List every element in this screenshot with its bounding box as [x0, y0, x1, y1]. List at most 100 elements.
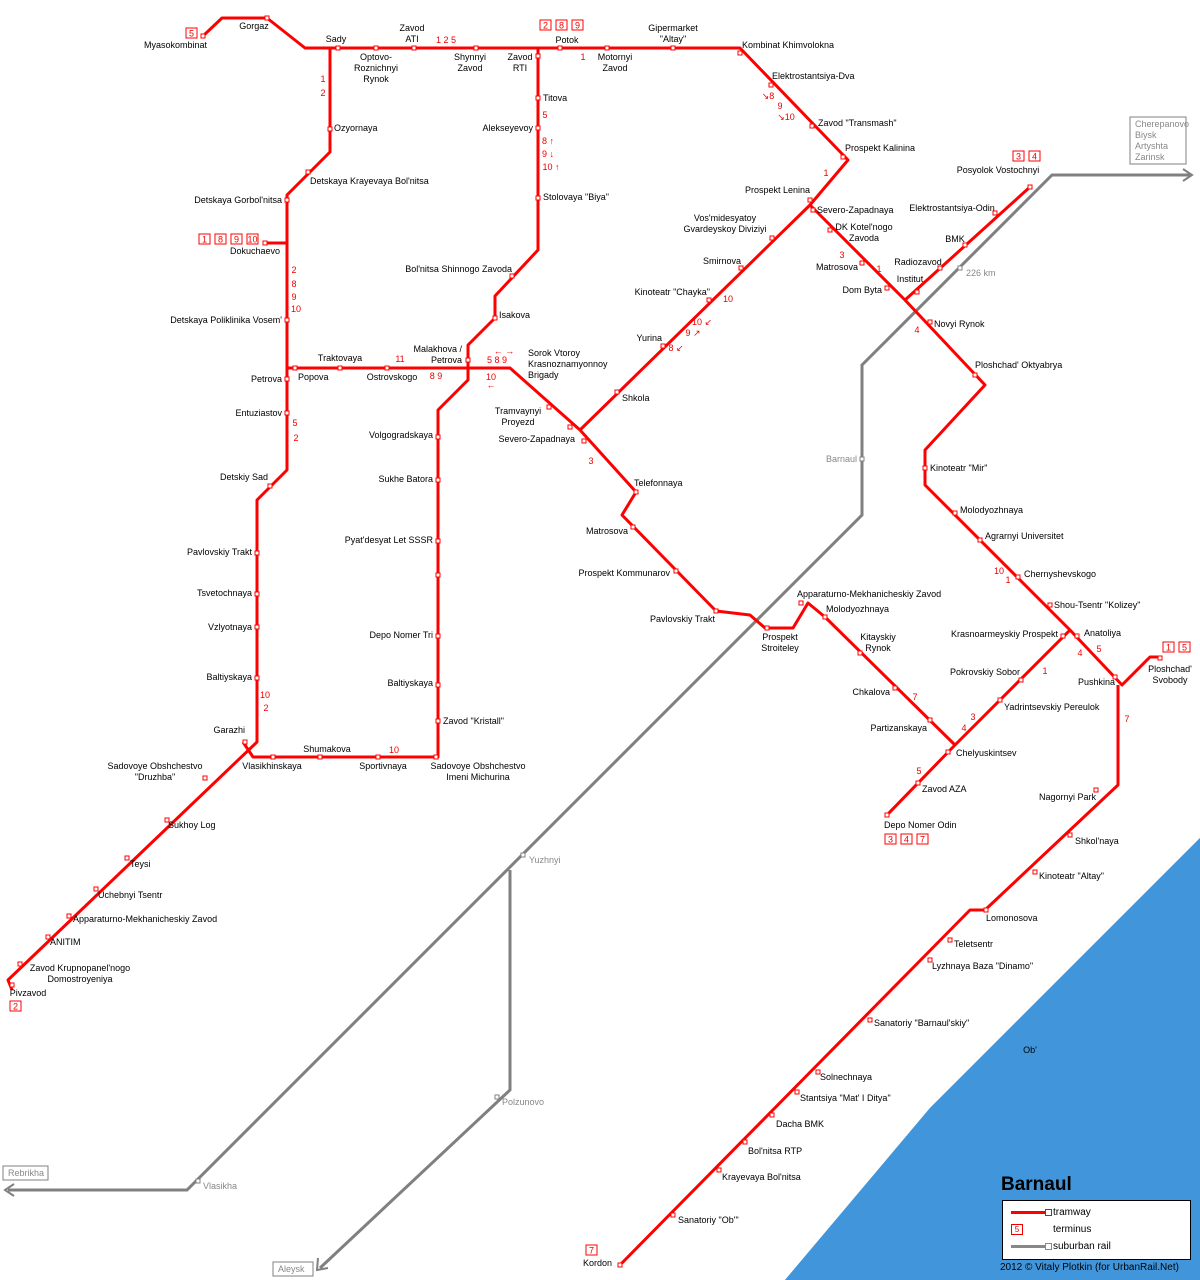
station-marker[interactable] — [807, 197, 813, 203]
station-marker[interactable] — [164, 817, 170, 823]
station-marker[interactable] — [284, 410, 290, 416]
station-marker[interactable] — [284, 317, 290, 323]
station-marker[interactable] — [270, 754, 276, 760]
station-marker[interactable] — [1093, 787, 1099, 793]
station-marker[interactable] — [840, 154, 846, 160]
station-marker[interactable] — [798, 600, 804, 606]
station-marker[interactable] — [384, 365, 390, 371]
station-marker[interactable] — [492, 315, 498, 321]
station-marker[interactable] — [473, 45, 479, 51]
station-marker[interactable] — [327, 126, 333, 132]
station-marker[interactable] — [937, 265, 943, 271]
station-marker[interactable] — [435, 718, 441, 724]
station-marker[interactable] — [292, 365, 298, 371]
station-marker[interactable] — [617, 1262, 623, 1268]
suburban-station-marker[interactable] — [494, 1094, 500, 1100]
station-marker[interactable] — [977, 537, 983, 543]
station-marker[interactable] — [952, 510, 958, 516]
station-marker[interactable] — [262, 240, 268, 246]
station-marker[interactable] — [915, 780, 921, 786]
station-marker[interactable] — [435, 682, 441, 688]
station-marker[interactable] — [202, 775, 208, 781]
station-marker[interactable] — [433, 754, 439, 760]
station-marker[interactable] — [1112, 674, 1118, 680]
station-marker[interactable] — [93, 886, 99, 892]
station-marker[interactable] — [435, 434, 441, 440]
station-marker[interactable] — [884, 812, 890, 818]
station-marker[interactable] — [947, 937, 953, 943]
station-marker[interactable] — [769, 1112, 775, 1118]
station-marker[interactable] — [373, 45, 379, 51]
station-marker[interactable] — [317, 754, 323, 760]
station-marker[interactable] — [1060, 633, 1066, 639]
station-marker[interactable] — [764, 625, 770, 631]
station-marker[interactable] — [884, 285, 890, 291]
station-marker[interactable] — [200, 33, 206, 39]
station-marker[interactable] — [673, 568, 679, 574]
station-marker[interactable] — [810, 207, 816, 213]
station-marker[interactable] — [713, 608, 719, 614]
suburban-station-marker[interactable] — [859, 456, 865, 462]
station-marker[interactable] — [716, 1167, 722, 1173]
station-marker[interactable] — [604, 45, 610, 51]
station-marker[interactable] — [815, 1069, 821, 1075]
station-marker[interactable] — [254, 550, 260, 556]
station-marker[interactable] — [1015, 574, 1021, 580]
station-marker[interactable] — [284, 376, 290, 382]
station-marker[interactable] — [264, 15, 270, 21]
station-marker[interactable] — [435, 572, 441, 578]
station-marker[interactable] — [738, 265, 744, 271]
station-marker[interactable] — [17, 961, 23, 967]
station-marker[interactable] — [375, 754, 381, 760]
station-marker[interactable] — [972, 372, 978, 378]
station-marker[interactable] — [614, 389, 620, 395]
station-marker[interactable] — [254, 675, 260, 681]
station-marker[interactable] — [1047, 602, 1053, 608]
station-marker[interactable] — [66, 913, 72, 919]
station-marker[interactable] — [435, 633, 441, 639]
station-marker[interactable] — [670, 45, 676, 51]
station-marker[interactable] — [337, 365, 343, 371]
station-marker[interactable] — [927, 717, 933, 723]
station-marker[interactable] — [411, 45, 417, 51]
station-marker[interactable] — [45, 934, 51, 940]
station-marker[interactable] — [992, 210, 998, 216]
suburban-station-marker[interactable] — [195, 1178, 201, 1184]
station-marker[interactable] — [633, 489, 639, 495]
station-marker[interactable] — [706, 297, 712, 303]
station-marker[interactable] — [267, 483, 273, 489]
station-marker[interactable] — [124, 855, 130, 861]
station-marker[interactable] — [535, 125, 541, 131]
station-marker[interactable] — [557, 45, 563, 51]
station-marker[interactable] — [630, 524, 636, 530]
station-marker[interactable] — [983, 907, 989, 913]
station-marker[interactable] — [962, 242, 968, 248]
station-marker[interactable] — [305, 169, 311, 175]
station-marker[interactable] — [1018, 677, 1024, 683]
station-marker[interactable] — [435, 477, 441, 483]
station-marker[interactable] — [509, 273, 515, 279]
station-marker[interactable] — [737, 50, 743, 56]
station-marker[interactable] — [254, 624, 260, 630]
station-marker[interactable] — [859, 260, 865, 266]
station-marker[interactable] — [922, 465, 928, 471]
station-marker[interactable] — [914, 289, 920, 295]
station-marker[interactable] — [535, 195, 541, 201]
station-marker[interactable] — [335, 45, 341, 51]
station-marker[interactable] — [581, 438, 587, 444]
station-marker[interactable] — [9, 982, 15, 988]
station-marker[interactable] — [1157, 655, 1163, 661]
station-marker[interactable] — [254, 591, 260, 597]
station-marker[interactable] — [927, 319, 933, 325]
station-marker[interactable] — [546, 404, 552, 410]
suburban-station-marker[interactable] — [957, 265, 963, 271]
station-marker[interactable] — [242, 739, 248, 745]
station-marker[interactable] — [997, 697, 1003, 703]
station-marker[interactable] — [857, 650, 863, 656]
station-marker[interactable] — [742, 1139, 748, 1145]
station-marker[interactable] — [535, 95, 541, 101]
station-marker[interactable] — [1032, 869, 1038, 875]
station-marker[interactable] — [535, 53, 541, 59]
station-marker[interactable] — [1067, 832, 1073, 838]
station-marker[interactable] — [284, 197, 290, 203]
